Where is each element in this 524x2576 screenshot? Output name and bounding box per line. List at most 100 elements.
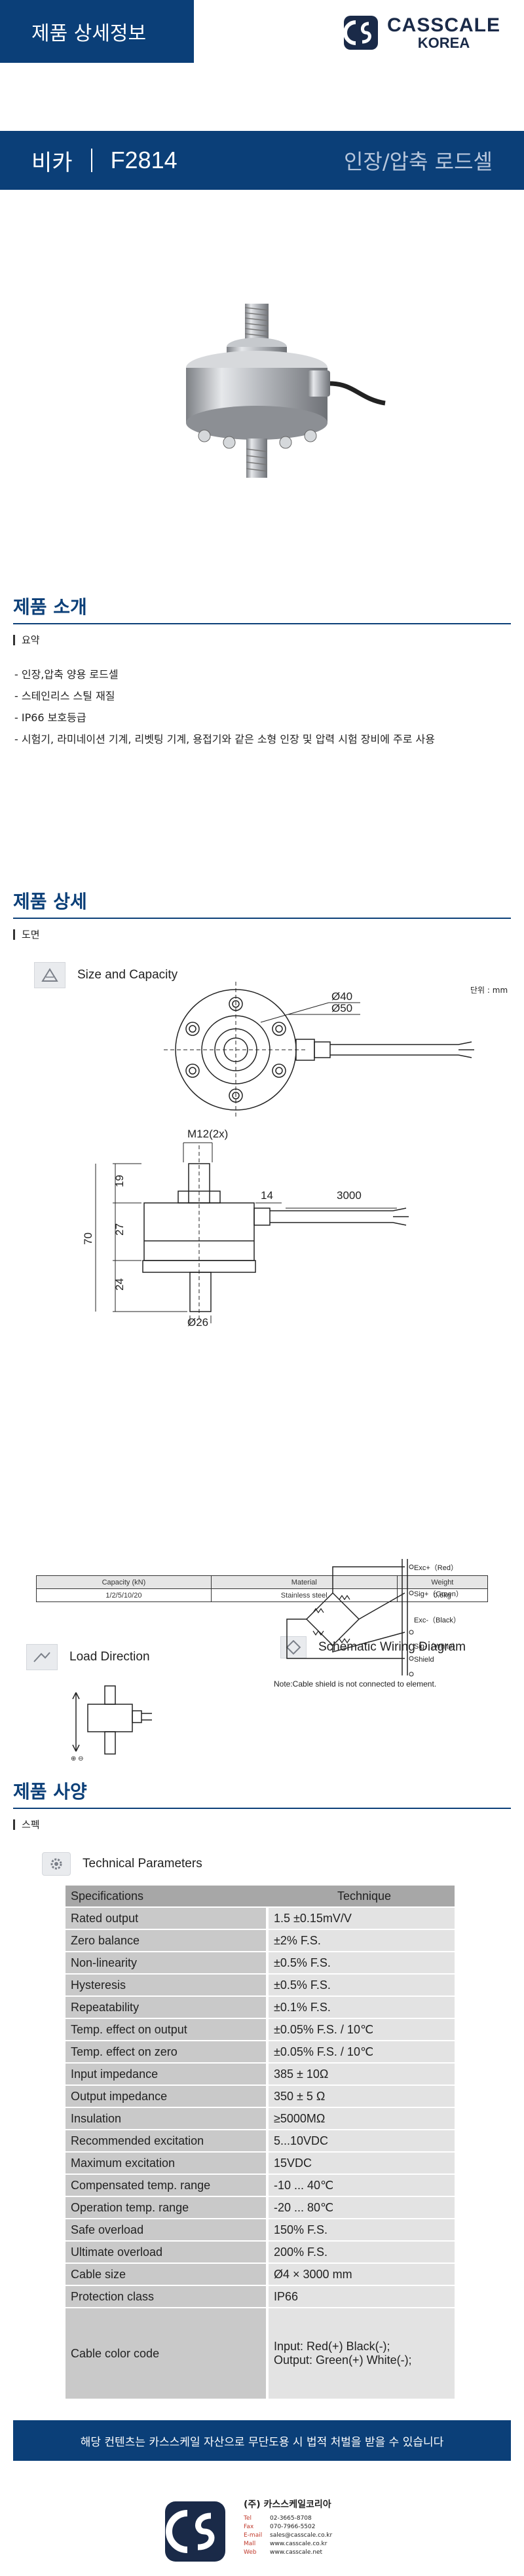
wire-label: Exc+（Red）: [414, 1564, 458, 1572]
contact-value[interactable]: sales@casscale.co.kr: [270, 2532, 333, 2539]
summary-item: - 시험기, 라미네이션 기계, 리벳팅 기계, 용접기와 같은 소형 인장 및…: [14, 733, 435, 745]
table-row: Zero balance±2% F.S.: [66, 1930, 455, 1951]
spec-key: Compensated temp. range: [66, 2175, 269, 2196]
table-row: Temp. effect on output±0.05% F.S. / 10℃: [66, 2019, 455, 2040]
contact-label: Tel: [244, 2515, 252, 2522]
load-direction-heading: Load Direction: [26, 1644, 150, 1670]
spec-key: Input impedance: [66, 2064, 269, 2084]
size-capacity-title: Size and Capacity: [77, 968, 178, 982]
spec-key: Operation temp. range: [66, 2197, 269, 2218]
contact-value[interactable]: 070-7966-5502: [270, 2524, 316, 2530]
dim-cable: 3000: [337, 1189, 362, 1202]
spec-value: 5...10VDC: [269, 2130, 455, 2151]
cas-logo-icon: [343, 16, 378, 50]
spec-value: 1.5 ±0.15mV/V: [269, 1908, 455, 1929]
cap-value-material: Stainless steel: [210, 1588, 398, 1602]
spec-value: ±0.1% F.S.: [269, 1997, 455, 2018]
brand-logo[interactable]: CASSCALE KOREA: [343, 14, 500, 51]
dim-d40: Ø40: [331, 990, 352, 1003]
dim-h70: 70: [82, 1232, 94, 1245]
spec-key: Zero balance: [66, 1930, 269, 1951]
spec-header-technique: Technique: [269, 1886, 455, 1906]
table-row: Insulation≥5000MΩ: [66, 2108, 455, 2129]
contact-value[interactable]: www.casscale.net: [270, 2549, 323, 2556]
wiring-diagram: [286, 1559, 414, 1677]
unit-label: 단위 : mm: [470, 986, 508, 995]
wiring-title: Schematic Wiring Diagram: [318, 1640, 466, 1654]
header-tab: 제품 상세정보: [0, 0, 194, 63]
detail-section-rule: [13, 918, 511, 919]
spec-key: Hysteresis: [66, 1975, 269, 1995]
spec-value: 385 ± 10Ω: [269, 2064, 455, 2084]
cap-header-capacity: Capacity (kN): [36, 1575, 212, 1589]
drawing-tag: 도면: [13, 929, 40, 940]
intro-section-title: 제품 소개: [13, 596, 87, 618]
top-view-drawing: Ø40 Ø50: [164, 982, 474, 1118]
spec-value: -10 ... 40℃: [269, 2175, 455, 2196]
contact-value[interactable]: 02-3665-8708: [270, 2515, 312, 2522]
side-view-drawing: M12(2x) 14 3000 70 19 27 24 Ø26: [82, 1128, 409, 1329]
product-model: F2814: [110, 147, 178, 173]
table-row: Operation temp. range-20 ... 80℃: [66, 2197, 455, 2218]
dim-thread: M12(2x): [187, 1128, 228, 1140]
load-icon: [26, 1644, 58, 1670]
product-title-bar: 비카 F2814 인장/압축 로드셀: [0, 131, 524, 190]
detail-section-title: 제품 상세: [13, 891, 87, 912]
cable-color-output: Output: Green(+) White(-);: [274, 2353, 412, 2367]
spec-key: Output impedance: [66, 2086, 269, 2107]
wire-label: Exc-（Black）: [414, 1617, 460, 1624]
footer-logo-icon: [165, 2501, 225, 2562]
spec-value: Input: Red(+) Black(-); Output: Green(+)…: [269, 2308, 455, 2399]
spec-key: Maximum excitation: [66, 2153, 269, 2174]
contact-label: E-mail: [244, 2532, 263, 2539]
contact-value[interactable]: www.casscale.co.kr: [270, 2541, 328, 2547]
spec-key: Protection class: [66, 2286, 269, 2307]
wire-label: Shield: [414, 1656, 434, 1664]
spec-value: -20 ... 80℃: [269, 2197, 455, 2218]
contact-label: Mall: [244, 2541, 256, 2547]
product-category: 비카: [31, 149, 73, 176]
summary-item: - 스테인리스 스틸 재질: [14, 690, 115, 702]
summary-item: - 인장,압축 양용 로드셀: [14, 668, 119, 681]
spec-value: 15VDC: [269, 2153, 455, 2174]
spec-value: 150% F.S.: [269, 2219, 455, 2240]
technical-params-title: Technical Parameters: [83, 1857, 202, 1870]
spec-value: ±0.5% F.S.: [269, 1975, 455, 1995]
spec-value: ±2% F.S.: [269, 1930, 455, 1951]
contact-row: E-mail sales@casscale.co.kr: [244, 2531, 332, 2540]
logo-main-text: CASSCALE: [386, 14, 500, 36]
spec-header-specifications: Specifications: [66, 1886, 269, 1906]
table-row: Hysteresis±0.5% F.S.: [66, 1975, 455, 1995]
summary-list: - 인장,압축 양용 로드셀 - 스테인리스 스틸 재질 - IP66 보호등급…: [14, 664, 435, 750]
ruler-icon: [34, 962, 66, 988]
summary-item: - IP66 보호등급: [14, 711, 86, 724]
title-divider: [90, 149, 92, 172]
intro-section-rule: [13, 623, 511, 624]
table-row: Cable color code Input: Red(+) Black(-);…: [66, 2308, 455, 2399]
spec-key: Ultimate overload: [66, 2242, 269, 2263]
contact-row: Tel 02-3665-8708: [244, 2514, 332, 2523]
technical-params-heading: Technical Parameters: [42, 1852, 202, 1876]
spec-key: Non-linearity: [66, 1952, 269, 1973]
dim-len-14: 14: [261, 1189, 273, 1202]
spec-key: Cable size: [66, 2264, 269, 2285]
contact-label: Fax: [244, 2524, 254, 2530]
wiring-note: Note:Cable shield is not connected to el…: [274, 1679, 437, 1689]
contact-row: Mall www.casscale.co.kr: [244, 2540, 332, 2549]
table-row: Temp. effect on zero±0.05% F.S. / 10℃: [66, 2041, 455, 2062]
svg-text:⊕ ⊖: ⊕ ⊖: [71, 1755, 84, 1762]
load-direction-title: Load Direction: [69, 1650, 150, 1664]
wire-label: Sig+（Green）: [414, 1590, 463, 1598]
intro-tag: 요약: [13, 635, 40, 645]
cap-header-material: Material: [210, 1575, 398, 1589]
spec-key: Safe overload: [66, 2219, 269, 2240]
spec-key: Cable color code: [66, 2308, 269, 2399]
